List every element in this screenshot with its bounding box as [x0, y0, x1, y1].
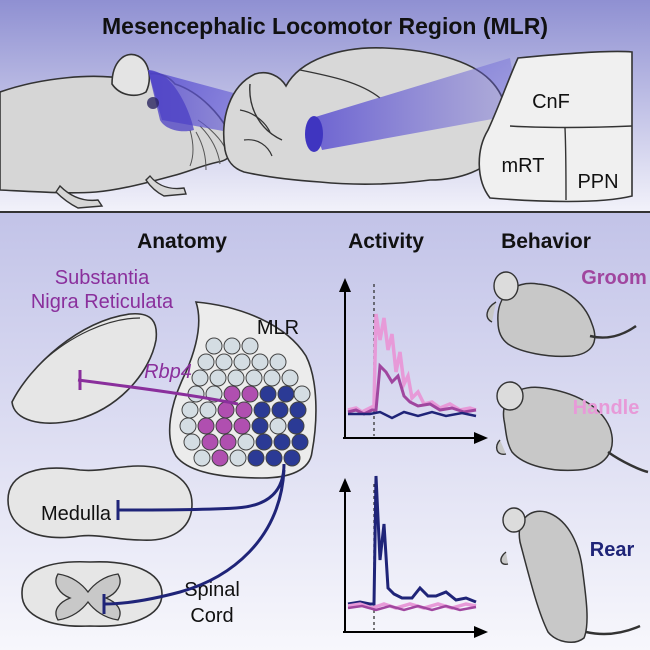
activity-plot-top — [339, 278, 488, 444]
mlr-neuron — [191, 369, 209, 387]
mlr-neuron — [245, 369, 263, 387]
label-rbp4: Rbp4 — [144, 361, 192, 383]
mlr-neuron — [233, 353, 251, 371]
label-snr-line2: Nigra Reticulata — [31, 291, 174, 313]
mlr-neuron — [253, 401, 271, 419]
mlr-neuron — [283, 449, 301, 467]
rbp4-projection — [77, 378, 239, 406]
optic-fiber-head — [148, 70, 194, 132]
mlr-neuron — [179, 417, 197, 435]
mlr-neuron — [289, 401, 307, 419]
fiber-tip — [305, 116, 323, 152]
mlr-neuron — [255, 433, 273, 451]
medulla-shape — [7, 465, 193, 541]
header-activity: Activity — [348, 230, 424, 253]
label-handle: Handle — [573, 397, 640, 419]
header-anatomy: Anatomy — [137, 230, 227, 253]
label-snr-line1: Substantia — [55, 267, 150, 289]
snr-tissue-shape — [11, 313, 158, 424]
mlr-neuron — [251, 353, 269, 371]
mlr-neuron — [269, 417, 287, 435]
mlr-neuron — [201, 433, 219, 451]
mlr-neuron — [199, 401, 217, 419]
mlr-neuron — [263, 369, 281, 387]
mlr-neuron — [265, 449, 283, 467]
label-cnf: CnF — [532, 91, 570, 113]
mlr-neuron — [271, 401, 289, 419]
mlr-neuron — [229, 449, 247, 467]
mouse-handle-illustration — [495, 381, 649, 474]
mlr-neuron — [227, 369, 245, 387]
label-spinal-line2: Cord — [190, 605, 233, 627]
mlr-neuron — [223, 385, 241, 403]
spinal-projection — [103, 469, 286, 606]
mouse-eye — [147, 97, 159, 109]
mlr-neuron — [233, 417, 251, 435]
mlr-neuron — [281, 369, 299, 387]
mlr-neuron — [241, 385, 259, 403]
mlr-neuron — [197, 417, 215, 435]
mlr-neuron — [187, 385, 205, 403]
mlr-neuron — [293, 385, 311, 403]
mouse-groom-illustration — [486, 271, 637, 358]
activity-plot-bottom — [339, 475, 488, 638]
mouse-rear-illustration — [500, 507, 641, 644]
mlr-inset — [478, 50, 633, 203]
mlr-neuron — [215, 417, 233, 435]
figure-title: Mesencephalic Locomotor Region (MLR) — [102, 13, 548, 39]
mlr-neuron — [219, 433, 237, 451]
label-medulla: Medulla — [41, 503, 112, 525]
mlr-neuron — [287, 417, 305, 435]
light-beam-brain — [312, 58, 520, 150]
mlr-neuron — [193, 449, 211, 467]
label-ppn: PPN — [577, 171, 618, 193]
mlr-neuron-cluster — [179, 337, 311, 467]
mlr-neuron — [247, 449, 265, 467]
label-spinal-line1: Spinal — [184, 579, 240, 601]
mlr-neuron — [251, 417, 269, 435]
mlr-neuron — [183, 433, 201, 451]
mlr-neuron — [273, 433, 291, 451]
mlr-neuron — [269, 353, 287, 371]
mlr-neuron — [217, 401, 235, 419]
header-behavior: Behavior — [501, 230, 591, 253]
mlr-neuron — [211, 449, 229, 467]
mlr-neuron — [277, 385, 295, 403]
label-mrt: mRT — [502, 155, 545, 177]
mlr-neuron — [197, 353, 215, 371]
mlr-neuron — [205, 337, 223, 355]
mlr-neuron — [215, 353, 233, 371]
mlr-neuron — [181, 401, 199, 419]
medulla-projection — [117, 463, 286, 512]
mlr-neuron — [259, 385, 277, 403]
mlr-neuron — [241, 337, 259, 355]
mlr-neuron — [291, 433, 309, 451]
mlr-neuron — [209, 369, 227, 387]
label-mlr: MLR — [257, 317, 299, 339]
mlr-neuron — [237, 433, 255, 451]
label-groom: Groom — [581, 267, 647, 289]
mlr-neuron — [235, 401, 253, 419]
label-rear: Rear — [590, 539, 635, 561]
mlr-neuron — [223, 337, 241, 355]
